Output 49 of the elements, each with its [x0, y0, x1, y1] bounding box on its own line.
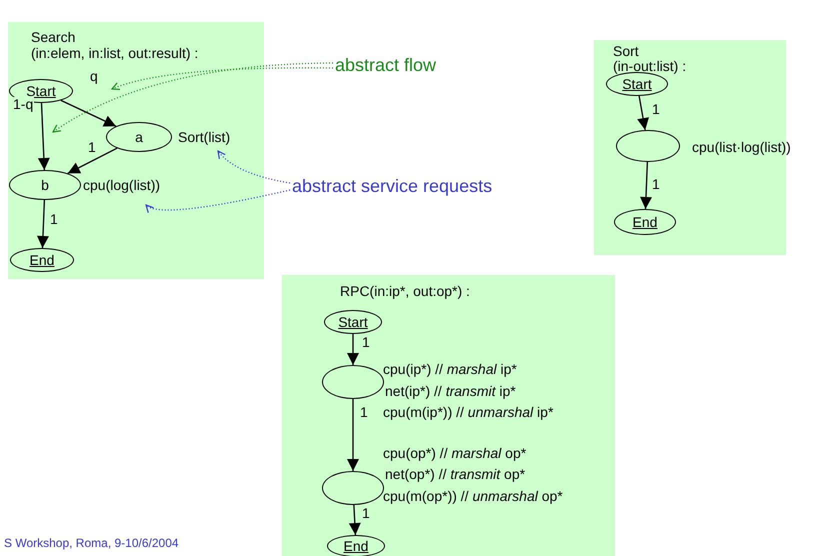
footer-text: S Workshop, Roma, 9-10/6/2004: [4, 536, 179, 550]
arrow: [637, 96, 649, 130]
process-panel: [282, 275, 615, 556]
edge-label: 1: [49, 212, 59, 227]
leader-line: [145, 189, 290, 213]
state-ellipse: a: [106, 122, 172, 152]
annotation-text: cpu(op*) // marshal op*: [383, 445, 526, 461]
annotation-text: cpu(m(ip*)) // unmarshal ip*: [383, 404, 554, 420]
leader-line: [111, 67, 333, 90]
state-ellipse: b: [9, 170, 81, 200]
edge-label: 1: [87, 140, 97, 155]
arrow: [347, 334, 359, 365]
edge-label: 1: [361, 335, 371, 350]
annotation-text: net(ip*) // transmit ip*: [385, 383, 516, 399]
callout-text: abstract flow: [335, 55, 436, 75]
callout-text: abstract service requests: [292, 176, 492, 196]
panel-title: RPC(in:ip*, out:op*) :: [340, 283, 470, 299]
panel-title: Sort: [613, 43, 639, 59]
annotation-text: cpu(log(list)): [83, 177, 160, 193]
leader-line: [217, 150, 290, 184]
process-panel: [8, 22, 264, 279]
panel-title: (in-out:list) :: [613, 58, 686, 74]
empty-ellipse: [322, 471, 384, 505]
annotation-text: net(op*) // transmit op*: [385, 466, 526, 482]
state-ellipse: Start: [324, 310, 382, 334]
arrow: [347, 399, 359, 471]
state-ellipse: End: [10, 248, 74, 272]
state-ellipse: End: [327, 535, 385, 556]
edge-label: 1: [651, 177, 661, 192]
arrow: [640, 162, 652, 210]
leader-line: [52, 62, 334, 133]
empty-ellipse: [616, 130, 680, 162]
arrow: [60, 100, 116, 127]
edge-label: 1: [361, 506, 371, 521]
panel-title: (in:elem, in:list, out:result) :: [31, 45, 198, 61]
edge-label: 1-q: [12, 97, 34, 112]
panel-title: Search: [31, 29, 76, 45]
state-ellipse: End: [614, 209, 676, 235]
annotation-text: cpu(list·log(list)): [692, 139, 791, 155]
arrow: [38, 102, 50, 170]
arrow: [36, 200, 49, 248]
edge-label: 1: [359, 405, 369, 420]
empty-ellipse: [322, 365, 384, 399]
annotation-text: Sort(list): [178, 129, 230, 145]
edge-label: 1: [651, 102, 661, 117]
arrow: [67, 148, 118, 174]
arrow: [348, 504, 361, 536]
annotation-text: cpu(m(op*)) // unmarshal op*: [383, 488, 563, 504]
annotation-text: cpu(ip*) // marshal ip*: [383, 361, 517, 377]
